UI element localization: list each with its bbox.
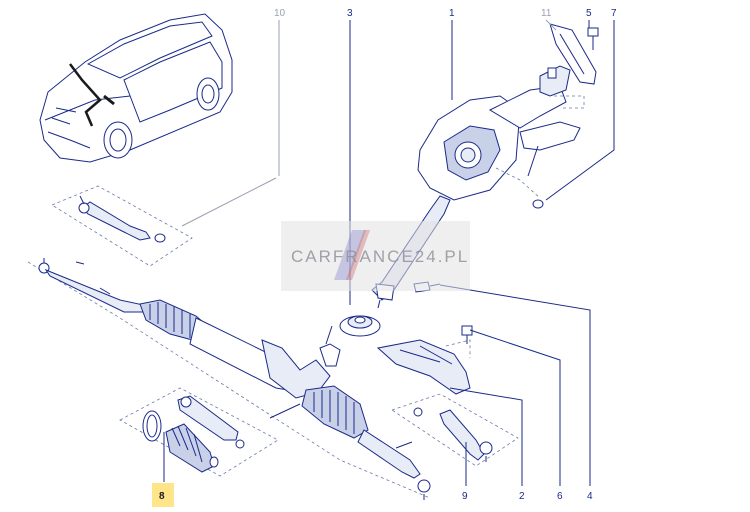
callout-11: 11 [541, 8, 552, 19]
callout-1: 1 [449, 8, 455, 19]
watermark-box [281, 221, 470, 291]
watermark-logo-icon [334, 230, 370, 280]
car-icon [39, 13, 233, 163]
heat-shield-2 [376, 339, 471, 395]
callout-7: 7 [611, 8, 617, 19]
tie-rod-end-lower-group [391, 393, 519, 467]
callout-10: 10 [274, 8, 286, 19]
callout-6: 6 [557, 491, 563, 502]
callout-8-highlight [152, 483, 174, 507]
callout-9: 9 [462, 491, 468, 502]
tie-rod-end-upper-group [51, 177, 277, 267]
callout-2: 2 [519, 491, 525, 502]
bolt-5 [587, 27, 599, 50]
bushing-3 [339, 315, 381, 337]
leader-lines [163, 19, 615, 486]
callout-5: 5 [586, 8, 592, 19]
watermark-text: CARFRANCE24.PL [291, 247, 470, 266]
boot-kit-group [119, 387, 279, 482]
callout-4: 4 [587, 491, 593, 502]
steering-rack [27, 258, 431, 500]
callout-3: 3 [347, 8, 353, 19]
callout-8: 8 [159, 491, 165, 502]
